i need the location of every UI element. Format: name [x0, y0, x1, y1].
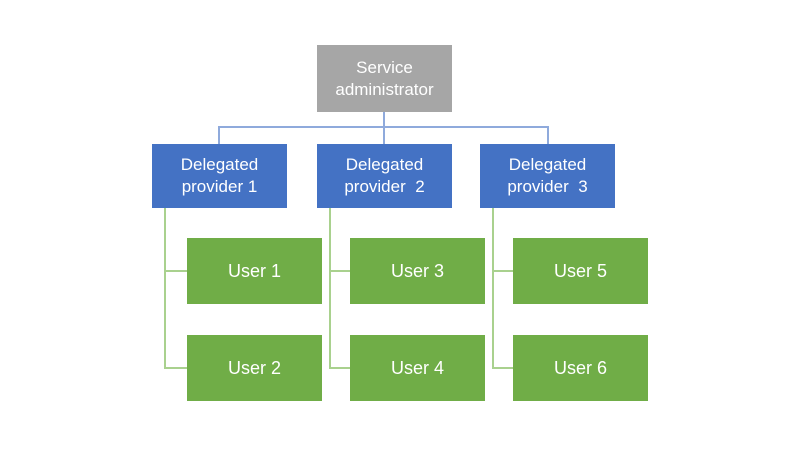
connector-provider-3-vertical [492, 208, 494, 369]
node-user-5: User 5 [513, 238, 648, 304]
node-label-line: provider 3 [507, 177, 588, 196]
node-label-line: Delegated [345, 155, 424, 174]
connector-provider-2-vertical [329, 208, 331, 369]
connector-user-5-stub [492, 270, 513, 272]
node-label-line: provider 2 [344, 177, 425, 196]
node-service-administrator: Service administrator [317, 45, 452, 112]
node-label-line: User 3 [390, 261, 444, 281]
node-user-6: User 6 [513, 335, 648, 401]
node-label-line: Service [356, 57, 413, 77]
node-label-line: User 6 [553, 358, 607, 378]
node-delegated-provider-1: Delegated provider 1 [152, 144, 287, 208]
node-delegated-provider-3: Delegated provider 3 [480, 144, 615, 208]
connector-user-4-stub [329, 367, 350, 369]
node-user-2: User 2 [187, 335, 322, 401]
node-label-line: User 2 [227, 358, 281, 378]
connector-user-6-stub [492, 367, 513, 369]
node-delegated-provider-2: Delegated provider 2 [317, 144, 452, 208]
node-user-4: User 4 [350, 335, 485, 401]
node-label-line: User 5 [553, 261, 607, 281]
connector-provider-1-vertical [164, 208, 166, 369]
connector-user-2-stub [164, 367, 187, 369]
node-label-line: Delegated [180, 155, 259, 174]
connector-user-1-stub [164, 270, 187, 272]
connector-root-horizontal [218, 126, 549, 128]
node-label-line: provider 1 [181, 177, 258, 196]
connector-user-3-stub [329, 270, 350, 272]
node-label-line: User 1 [227, 261, 281, 281]
node-user-1: User 1 [187, 238, 322, 304]
connector-root-vertical [383, 112, 385, 144]
node-label-line: User 4 [390, 358, 444, 378]
node-label-line: Delegated [508, 155, 587, 174]
node-label-line: administrator [335, 79, 434, 99]
connector-drop-provider-1 [218, 126, 220, 144]
connector-drop-provider-3 [547, 126, 549, 144]
node-user-3: User 3 [350, 238, 485, 304]
